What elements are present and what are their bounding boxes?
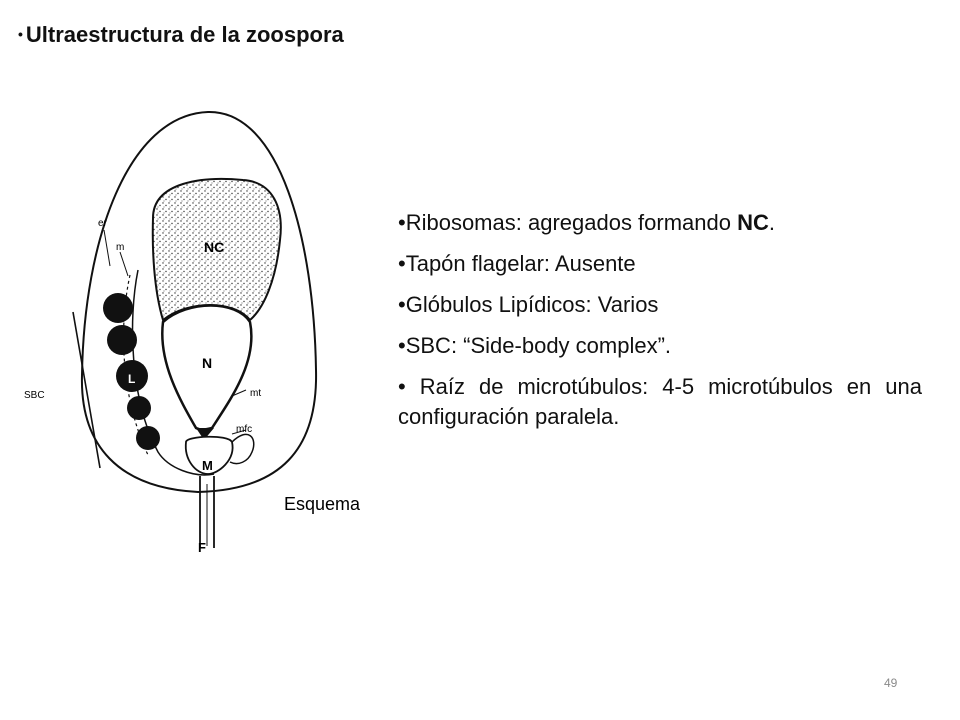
bullet-marker: •	[398, 291, 406, 317]
bullet-globulos: •Glóbulos Lipídicos: Varios	[398, 291, 659, 317]
bullet-raiz: • Raíz de microtúbulos: 4-5 microtúbulos…	[398, 373, 922, 429]
bullet-marker: •	[398, 332, 406, 358]
lipid-globule	[116, 360, 148, 392]
figure-caption: Esquema	[284, 494, 361, 514]
bullet-tapon: •Tapón flagelar: Ausente	[398, 250, 636, 276]
nucleus	[161, 304, 253, 431]
bullet-marker: •	[398, 373, 420, 399]
label-mfc: mfc	[236, 424, 252, 435]
bullet-marker: •	[398, 250, 406, 276]
lipid-globule	[107, 325, 137, 355]
bullet-marker: •	[398, 210, 406, 235]
label-n: N	[202, 355, 212, 371]
label-nc: NC	[204, 239, 224, 255]
label-l: L	[128, 372, 135, 386]
bullet-ribosomas: •Ribosomas: agregados formando NC.	[398, 210, 776, 235]
lipid-globule	[127, 396, 151, 420]
title-text: Ultraestructura de la zoospora	[25, 22, 344, 47]
label-m-small: m	[116, 242, 124, 253]
title-bullet: •	[18, 26, 23, 42]
label-m: M	[202, 458, 213, 473]
sbc-line	[72, 311, 101, 469]
nuclear-cap	[151, 177, 282, 322]
label-f: F	[198, 540, 206, 555]
cell-outline	[80, 110, 318, 494]
bullet-sbc: •SBC: “Side-body complex”.	[398, 332, 672, 358]
bullet-list: •Ribosomas: agregados formando NC. •Tapó…	[398, 208, 922, 442]
page-number: 49	[884, 676, 898, 690]
label-er: er	[98, 218, 108, 229]
label-mt: mt	[250, 388, 261, 399]
lipid-globule	[103, 293, 133, 323]
mitochondrion	[184, 435, 234, 475]
lipid-globule	[136, 426, 160, 450]
bold-nc: NC	[737, 210, 769, 235]
label-sbc: SBC	[24, 390, 45, 401]
zoospore-diagram: NC N M F L er m mt mfc SBC Esquema	[24, 110, 361, 555]
slide-title: •Ultraestructura de la zoospora	[18, 22, 344, 48]
